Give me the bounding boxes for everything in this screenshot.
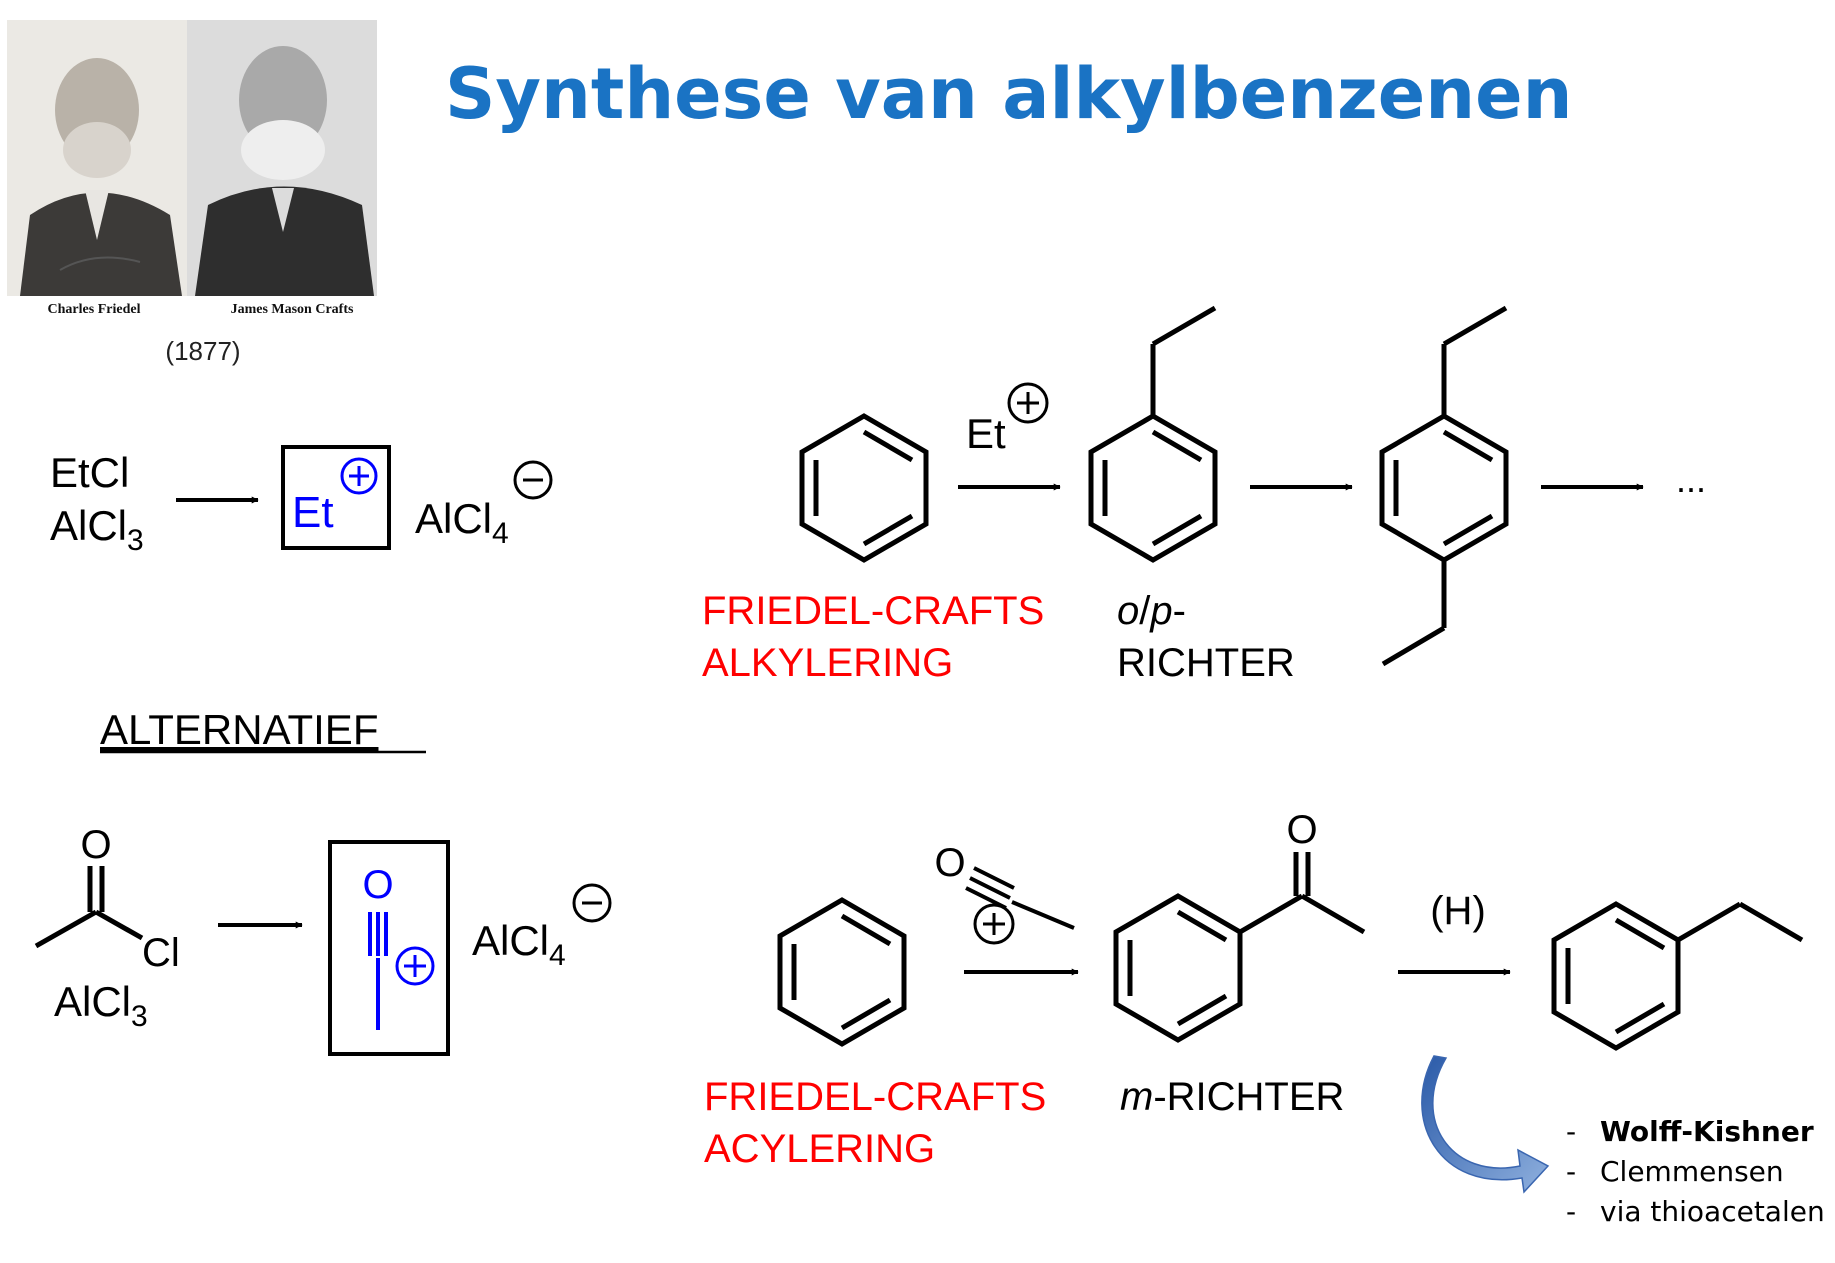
acetophenone-molecule [1113,852,1366,1043]
benzene-ring [799,413,929,563]
alk-director-o: o [1117,589,1139,633]
alk-arrow-plus-icon [1007,382,1049,424]
reduction-item-dash: - [1566,1155,1576,1188]
reduction-item-clemmensen: Clemmensen [1600,1155,1784,1188]
acetyl-chloride-molecule [34,866,144,949]
reduction-item-dash: - [1566,1195,1576,1228]
acyl-director-rest: -RICHTER [1153,1075,1344,1119]
acetophenone-o-label: O [1286,808,1317,852]
portrait-caption-right: James Mason Crafts [231,302,354,317]
alk-ion-box [281,445,391,550]
ethylbenzene-product-molecule [1551,901,1804,1051]
reduction-item-wolff-kishner: Wolff-Kishner [1600,1115,1814,1148]
alk-counterion-base: AlCl [415,495,492,542]
reduction-label: (H) [1430,889,1486,933]
acylium-o-label: O [362,863,393,907]
reduction-list: - Wolff-Kishner - Clemmensen - via thioa… [1566,1115,1825,1228]
acyl-reagent-o-label: O [934,841,965,885]
acyl-reaction-name-2: ACYLERING [704,1127,935,1171]
acyl-cl-label: Cl [142,931,180,975]
alk-reagent2-sub: 3 [127,524,144,557]
acylium-bond [368,912,388,1030]
page-title: Synthese van alkylbenzenen [445,53,1572,135]
alk-reaction-name-1: FRIEDEL-CRAFTS [702,589,1044,633]
curved-arrow-icon [1421,1055,1550,1194]
alk-ion: Et [292,488,334,537]
alk-director-2: RICHTER [1117,641,1295,685]
portrait-year: (1877) [165,336,240,366]
alk-ellipsis: ... [1676,459,1706,500]
acyl-counterion-sub: 4 [549,939,566,972]
reduction-item-dash: - [1566,1115,1576,1148]
acyl-counterion-base: AlCl [472,917,549,964]
acyl-reagent-plus-icon [973,903,1015,945]
alk-director-p: p [1149,589,1172,633]
diethylbenzene-molecule [1379,305,1509,667]
acyl-reagent: AlCl3 [54,978,148,1033]
reduction-item-thioacetalen: via thioacetalen [1600,1195,1825,1228]
acyl-reagent-bond [965,866,1075,930]
portrait-caption-left: Charles Friedel [48,302,141,317]
acyl-o-label: O [80,823,111,867]
acyl-reaction-name-1: FRIEDEL-CRAFTS [704,1075,1046,1119]
alk-director-slash: / [1139,589,1151,633]
portrait-photo [7,20,377,296]
acyl-counterion-minus-icon [572,883,612,923]
alk-reagent2: AlCl3 [50,502,144,557]
alk-reaction-name-2: ALKYLERING [702,641,953,685]
alk-reagent1: EtCl [50,449,129,496]
alternative-heading: ALTERNATIEF [100,706,378,753]
acyl-director-m: m [1120,1075,1153,1119]
acylium-plus-icon [395,946,435,986]
acyl-director: m-RICHTER [1120,1075,1344,1119]
alk-director-dash: - [1173,589,1186,633]
acyl-counterion: AlCl4 [472,917,566,972]
alk-counterion: AlCl4 [415,495,509,550]
alk-arrow-label: Et [966,410,1006,457]
acyl-reagent-base: AlCl [54,978,131,1025]
alk-director-1: o/p- [1117,589,1186,633]
alk-ion-plus-icon [340,457,378,495]
alk-counterion-sub: 4 [492,517,509,550]
acyl-reagent-sub: 3 [131,1000,148,1033]
benzene-ring-2 [777,897,907,1047]
acylium-box [328,840,450,1056]
ethylbenzene-molecule [1088,305,1218,563]
alk-reagent2-base: AlCl [50,502,127,549]
alk-counterion-minus-icon [513,460,553,500]
